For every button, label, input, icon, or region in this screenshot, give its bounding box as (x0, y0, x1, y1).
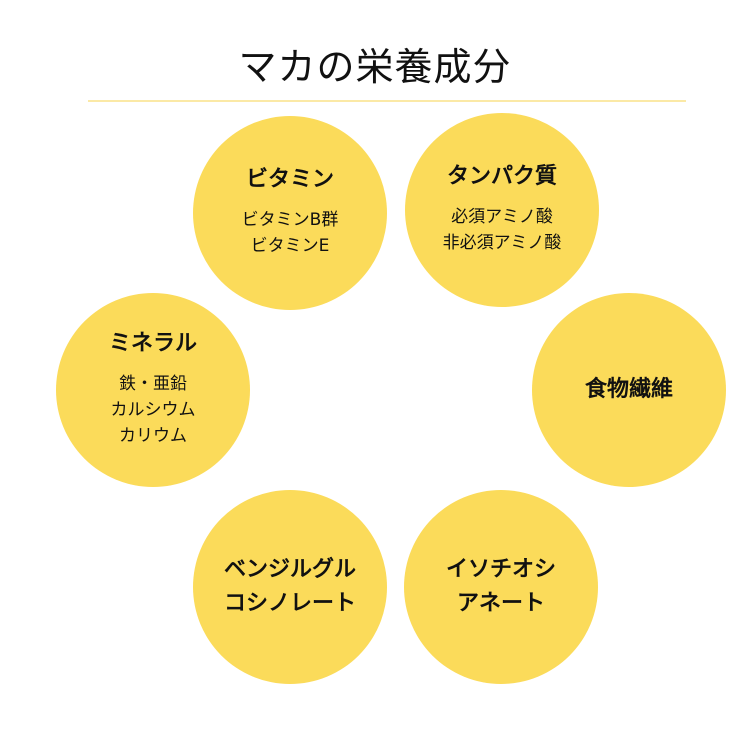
nutrient-title-line: アネート (456, 591, 545, 616)
nutrient-title-line: ベンジルグル (223, 556, 356, 582)
nutrient-title: タンパク質 (446, 164, 557, 190)
nutrient-item: カリウム (119, 426, 187, 447)
nutrient-title-line: コシノレート (223, 591, 356, 616)
nutrient-title: ミネラル (108, 331, 197, 357)
nutrient-circle-mineral: ミネラル 鉄・亜鉛 カルシウム カリウム (56, 293, 250, 487)
nutrient-items: 鉄・亜鉛 カルシウム カリウム (111, 371, 196, 450)
title-divider (88, 100, 686, 102)
nutrient-item: カルシウム (110, 400, 196, 421)
nutrient-items: 必須アミノ酸 非必須アミノ酸 (443, 204, 562, 257)
nutrient-title: 食物繊維 (584, 376, 673, 402)
nutrient-item: 鉄・亜鉛 (119, 373, 187, 394)
nutrient-title-line: イソチオシ (445, 556, 556, 582)
nutrient-circle-vitamin: ビタミン ビタミンB群 ビタミンE (193, 116, 387, 310)
nutrient-item: ビタミンB群 (241, 209, 339, 230)
page-title: マカの栄養成分 (238, 45, 512, 89)
nutrient-circle-benzyl-glucosinolate: ベンジルグル コシノレート (193, 490, 387, 684)
nutrient-item: 非必須アミノ酸 (442, 233, 562, 254)
nutrient-item: 必須アミノ酸 (451, 206, 553, 227)
nutrient-circle-isothiocyanate: イソチオシ アネート (404, 490, 598, 684)
nutrient-items: ビタミンB群 ビタミンE (242, 207, 339, 260)
nutrient-circle-fiber: 食物繊維 (532, 293, 726, 487)
nutrient-item: ビタミンE (250, 236, 330, 257)
nutrient-circle-protein: タンパク質 必須アミノ酸 非必須アミノ酸 (405, 113, 599, 307)
nutrient-title: ビタミン (245, 167, 334, 193)
